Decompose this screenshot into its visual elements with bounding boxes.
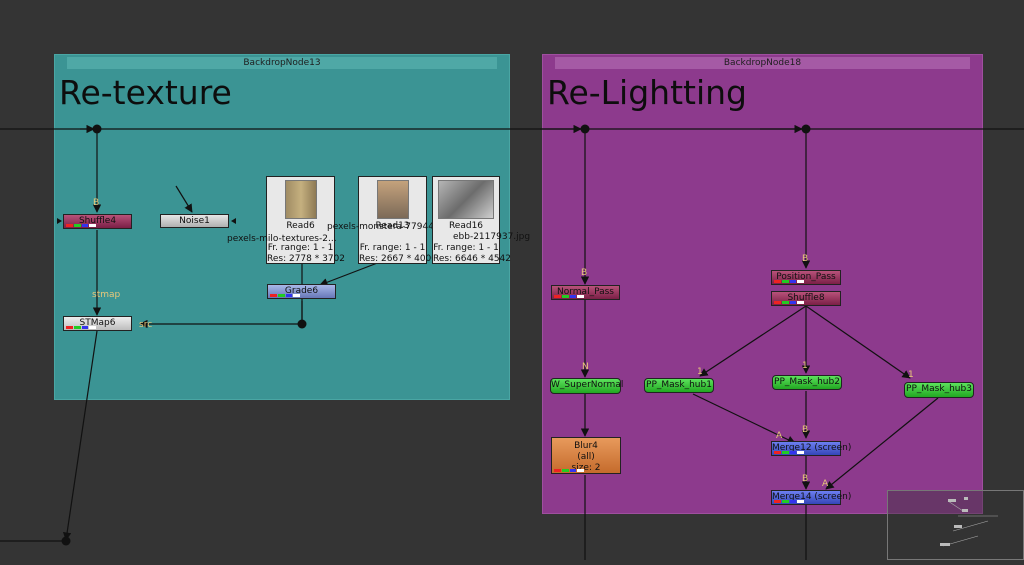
node-read13[interactable]: Read13 Fr. range: 1 - 1 Res: 2667 * 4000	[358, 176, 437, 264]
read-frame-range: Fr. range: 1 - 1	[359, 243, 426, 253]
read-node-name: Read6	[286, 221, 315, 231]
read6-thumbnail	[284, 180, 317, 219]
backdrop-heading: Re-Lightting	[547, 73, 747, 112]
read-frame-range: Fr. range: 1 - 1	[433, 243, 499, 253]
node-label: Noise1	[179, 216, 210, 226]
channel-indicator	[554, 295, 584, 298]
port-label-1: 1	[697, 367, 703, 377]
node-blur4[interactable]: Blur4 (all) size: 2	[551, 437, 621, 474]
node-grade6[interactable]: Grade6	[267, 284, 336, 299]
port-label-1: 1	[908, 370, 914, 380]
port-label-a: A	[822, 479, 829, 489]
port-label-b: B	[802, 254, 809, 264]
port-label-src: src	[139, 320, 153, 330]
node-label: STMap6	[79, 318, 116, 328]
node-merge14[interactable]: Merge14 (screen)	[771, 490, 851, 505]
read13-thumbnail	[376, 180, 409, 219]
channel-indicator	[774, 280, 804, 283]
port-label-b: B	[93, 198, 100, 208]
node-stmap6[interactable]: STMap6	[63, 316, 132, 331]
node-label: PP_Mask_hub2	[774, 377, 840, 387]
node-read6[interactable]: Read6 Fr. range: 1 - 1 Res: 2778 * 3702	[266, 176, 345, 264]
input-arrow	[57, 218, 62, 224]
port-label-b: B	[802, 425, 809, 435]
read-resolution: Res: 2667 * 4000	[359, 254, 437, 264]
channel-indicator	[554, 469, 584, 472]
channel-indicator	[66, 224, 96, 227]
read-node-name: Read13	[375, 221, 410, 231]
read-frame-range: Fr. range: 1 - 1	[267, 243, 334, 253]
backdrop-heading: Re-texture	[59, 73, 232, 112]
port-label-n: N	[582, 362, 589, 372]
node-label: Blur4	[574, 441, 598, 451]
backdrop-title: BackdropNode18	[555, 57, 970, 69]
node-graph-minimap[interactable]	[887, 490, 1024, 560]
read-resolution: Res: 6646 * 4542	[433, 254, 511, 264]
node-label: Merge12 (screen)	[772, 443, 852, 453]
read-resolution: Res: 2778 * 3702	[267, 254, 345, 264]
node-label: Shuffle4	[78, 216, 117, 226]
read-file-label: pexels-milo-textures-2...	[227, 234, 337, 244]
read-node-name: Read16	[448, 221, 484, 231]
node-normal-pass[interactable]: Normal_Pass	[551, 285, 620, 300]
node-shuffle8[interactable]: Shuffle8	[771, 291, 841, 306]
channel-indicator	[66, 326, 96, 329]
node-read16[interactable]: Read16 Fr. range: 1 - 1 Res: 6646 * 4542	[432, 176, 511, 264]
port-label-b: B	[581, 268, 588, 278]
node-pp-mask-hub3[interactable]: PP_Mask_hub3	[904, 382, 974, 398]
port-label-a: A	[776, 431, 783, 441]
node-label: Normal_Pass	[557, 287, 614, 297]
node-label: Shuffle8	[787, 293, 825, 303]
node-merge12[interactable]: Merge12 (screen)	[771, 441, 851, 456]
port-label-b: B	[802, 474, 809, 484]
node-position-pass[interactable]: Position_Pass	[771, 270, 841, 285]
node-pp-mask-hub2[interactable]: PP_Mask_hub2	[772, 375, 842, 390]
node-pp-mask-hub1[interactable]: PP_Mask_hub1	[644, 378, 714, 393]
channel-indicator	[774, 500, 804, 503]
node-label: Position_Pass	[776, 272, 836, 282]
channel-indicator	[774, 301, 804, 304]
node-shuffle4[interactable]: Shuffle4	[63, 214, 132, 229]
read-file-label: ebb-2117937.jpg	[453, 232, 531, 242]
minimap-preview	[940, 497, 998, 547]
channel-indicator	[270, 294, 300, 297]
output-arrow	[231, 218, 236, 224]
node-label: Grade6	[284, 286, 319, 296]
channel-indicator	[774, 451, 804, 454]
node-w-supernormal[interactable]: W_SuperNormal	[550, 378, 624, 394]
port-label-1: 1	[802, 361, 808, 371]
backdrop-title: BackdropNode13	[67, 57, 497, 69]
blur-mode: (all)	[577, 452, 595, 462]
node-label: PP_Mask_hub1	[646, 380, 712, 390]
node-label: W_SuperNormal	[551, 380, 624, 390]
node-label: PP_Mask_hub3	[906, 384, 972, 394]
port-label-stmap: stmap	[92, 290, 121, 300]
blur-size: size: 2	[571, 463, 601, 473]
read16-thumbnail	[438, 180, 494, 219]
read-file-label: pexels-monstera-7794402.jpg	[327, 222, 463, 232]
node-noise1[interactable]: Noise1	[160, 214, 229, 228]
node-label: Merge14 (screen)	[772, 492, 852, 502]
